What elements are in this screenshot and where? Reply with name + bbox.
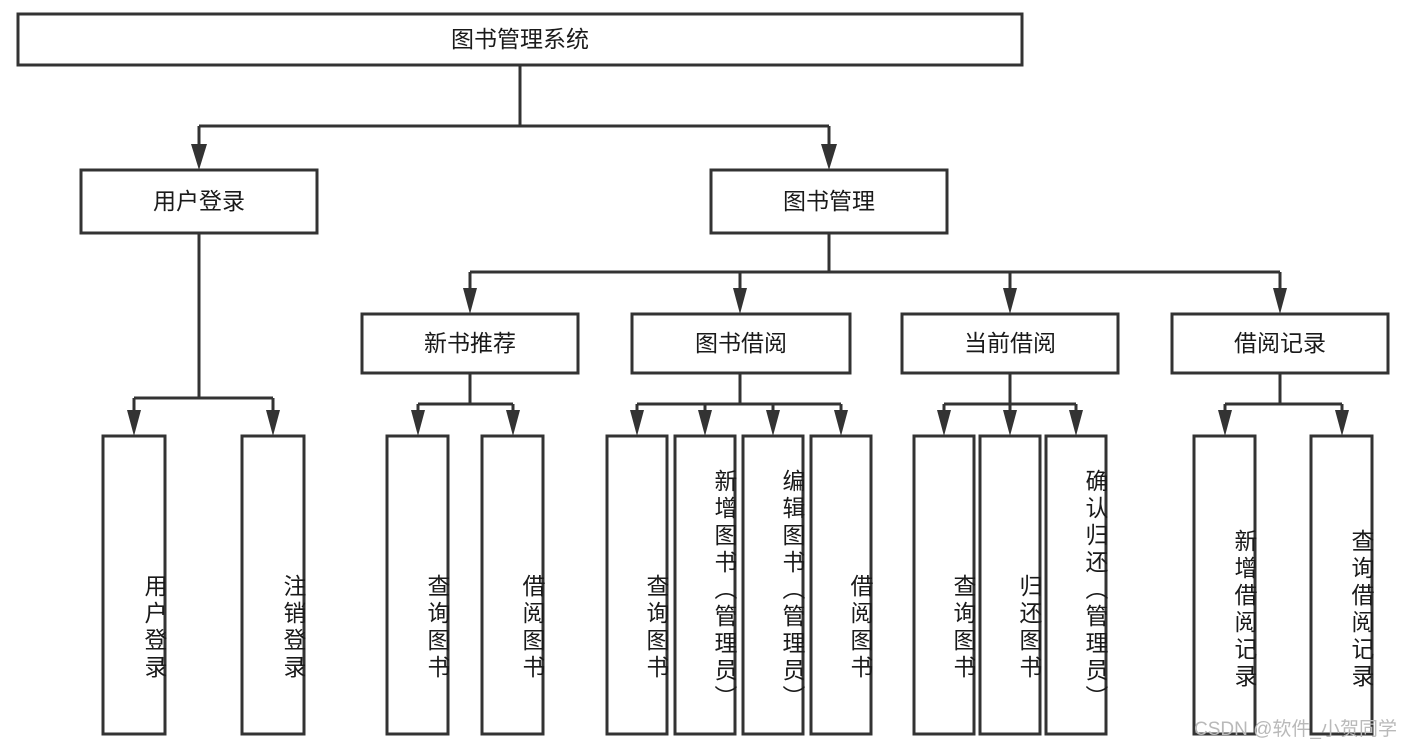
node-newbook-label: 新书推荐 <box>424 330 516 356</box>
connector-group-records <box>1218 373 1349 436</box>
node-leaf-1-box[interactable] <box>101 434 167 736</box>
node-leaf-13-box[interactable] <box>1309 434 1374 736</box>
node-current-label: 当前借阅 <box>964 330 1056 356</box>
node-bookmgmt-box[interactable] <box>709 168 949 235</box>
node-borrow[interactable]: 图书借阅 <box>630 312 852 375</box>
node-leaf-9-box[interactable] <box>912 434 976 736</box>
node-leaf-3-box[interactable] <box>385 434 450 736</box>
arrow-head-leaf-11 <box>1069 410 1083 436</box>
arrow-head-leaf-12 <box>1218 410 1232 436</box>
node-leaf-5-box[interactable] <box>605 434 669 736</box>
arrow-head-leaf-5 <box>630 410 644 436</box>
arrow-head-leaf-6 <box>698 410 712 436</box>
arrow-head-leaf-13 <box>1335 410 1349 436</box>
arrow-head-leaf-2 <box>266 410 280 436</box>
node-leaf-4-box[interactable] <box>480 434 545 736</box>
node-current-box[interactable] <box>900 312 1120 375</box>
node-root[interactable]: 图书管理系统 <box>16 12 1024 67</box>
node-leaf-12-box[interactable] <box>1192 434 1257 736</box>
arrow-head-leaf-4 <box>506 410 520 436</box>
arrow-head-leaf-1 <box>127 410 141 436</box>
arrow-head-leaf-3 <box>411 410 425 436</box>
arrow-head-login <box>191 144 207 170</box>
connector-group-root <box>191 65 837 170</box>
node-newbook[interactable]: 新书推荐 <box>360 312 580 375</box>
arrow-head-leaf-9 <box>937 410 951 436</box>
node-newbook-box[interactable] <box>360 312 580 375</box>
node-borrow-box[interactable] <box>630 312 852 375</box>
node-root-box[interactable] <box>16 12 1024 67</box>
node-leaf-8-box[interactable] <box>809 434 873 736</box>
arrow-head-leaf-7 <box>766 410 780 436</box>
arrow-head-records <box>1273 288 1287 314</box>
arrow-head-borrow <box>733 288 747 314</box>
node-leaf-6-box[interactable] <box>673 434 737 736</box>
node-login-label: 用户登录 <box>153 188 245 214</box>
node-bookmgmt[interactable]: 图书管理 <box>709 168 949 235</box>
node-root-label: 图书管理系统 <box>451 26 589 52</box>
connector-group-bookmgmt <box>463 233 1287 314</box>
node-login[interactable]: 用户登录 <box>79 168 319 235</box>
node-leaf-10-box[interactable] <box>978 434 1042 736</box>
node-records-label: 借阅记录 <box>1234 330 1326 356</box>
connector-group-current <box>937 373 1083 436</box>
node-leaf-2-box[interactable] <box>240 434 306 736</box>
connector-group-login <box>127 233 280 436</box>
arrow-head-newbook <box>463 288 477 314</box>
node-records-box[interactable] <box>1170 312 1390 375</box>
node-login-box[interactable] <box>79 168 319 235</box>
node-leaf-7-box[interactable] <box>741 434 805 736</box>
node-leaf-11-box[interactable] <box>1044 434 1108 736</box>
arrow-head-leaf-8 <box>834 410 848 436</box>
connector-group-newbook <box>411 373 520 436</box>
node-current[interactable]: 当前借阅 <box>900 312 1120 375</box>
connector-group-borrow <box>630 373 848 436</box>
arrow-head-leaf-10 <box>1003 410 1017 436</box>
arrow-head-bookmgmt <box>821 144 837 170</box>
node-bookmgmt-label: 图书管理 <box>783 188 875 214</box>
node-records[interactable]: 借阅记录 <box>1170 312 1390 375</box>
node-borrow-label: 图书借阅 <box>695 330 787 356</box>
arrow-head-current <box>1003 288 1017 314</box>
